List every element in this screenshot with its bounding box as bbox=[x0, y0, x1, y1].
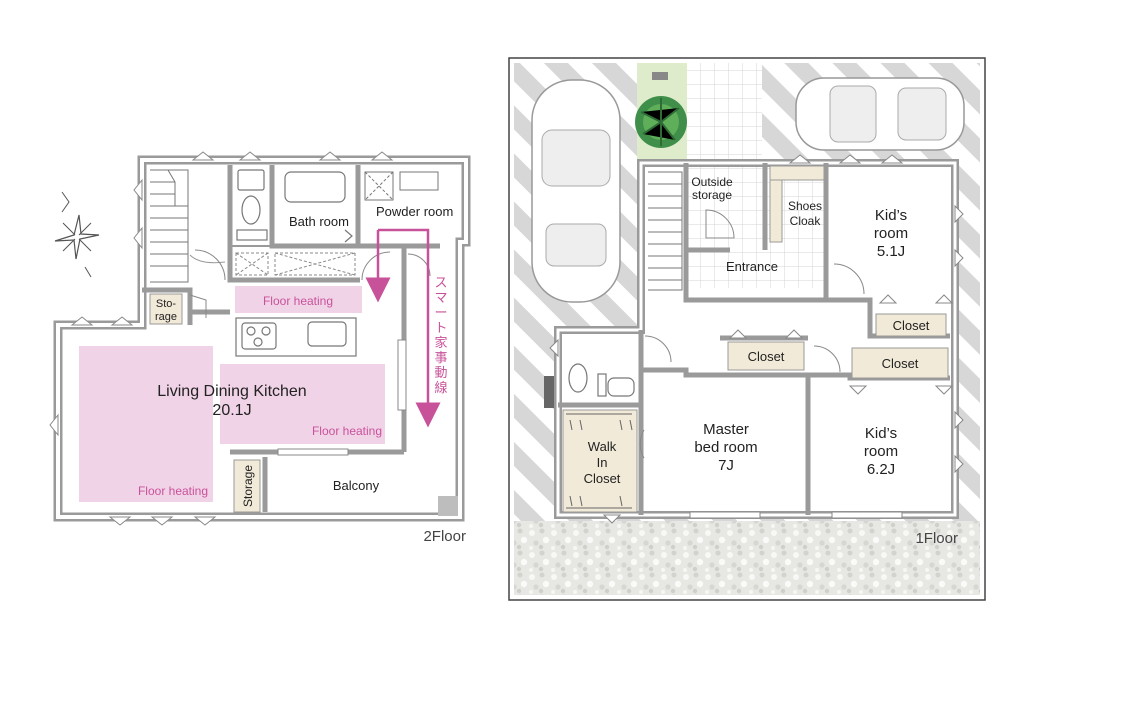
master-bedroom-label-2: bed room bbox=[694, 439, 757, 456]
ldk-size-label: 20.1J bbox=[212, 402, 251, 419]
floor-1-interior-walls bbox=[558, 163, 950, 515]
floor-1-plan: Outside storage Shoes Cloak Entrance Kid… bbox=[508, 57, 986, 601]
floor-1-label: 1Floor bbox=[915, 530, 958, 547]
walk-in-closet-label-1: Walk bbox=[588, 439, 617, 454]
balcony-label: Balcony bbox=[333, 478, 380, 493]
powder-room-label: Powder room bbox=[376, 204, 453, 219]
shoes-cloak-label-1: Shoes bbox=[788, 199, 822, 213]
shoes-cloak-box bbox=[769, 165, 825, 181]
kid-room-1-size: 5.1J bbox=[877, 243, 905, 260]
closet-label-kid1: Closet bbox=[893, 318, 930, 333]
kid-room-2-size: 6.2J bbox=[867, 461, 895, 478]
closet-box-kid2 bbox=[851, 347, 949, 379]
storage-vertical-label: Storage bbox=[241, 465, 255, 507]
closet-label-center: Closet bbox=[748, 349, 785, 364]
gravel-area bbox=[514, 521, 980, 595]
svg-text:線: 線 bbox=[434, 380, 447, 395]
walk-in-closet-label-2: In bbox=[597, 455, 608, 470]
floor-heating-zone-right bbox=[220, 364, 385, 444]
floor-heating-zone-upper bbox=[235, 286, 362, 313]
svg-text:ー: ー bbox=[434, 305, 447, 320]
kid-room-2-label-2: room bbox=[864, 443, 898, 460]
floor-heating-zone-main bbox=[79, 346, 213, 502]
master-bedroom-size: 7J bbox=[718, 457, 734, 474]
housework-route-arrow-right bbox=[378, 228, 441, 428]
doors-2f bbox=[189, 249, 431, 318]
svg-text:マ: マ bbox=[434, 290, 447, 305]
car-icon-right bbox=[795, 77, 965, 151]
doors-1f bbox=[639, 263, 865, 459]
stairs-1f bbox=[648, 171, 683, 291]
floor-2-label: 2Floor bbox=[423, 528, 466, 545]
floor-heating-label-1: Floor heating bbox=[263, 294, 333, 308]
toilet-2f bbox=[236, 169, 268, 241]
closet-label-kid2: Closet bbox=[882, 356, 919, 371]
stairs-2f bbox=[150, 169, 226, 283]
floor-2-plan: Bath room Powder room Sto- rage Floor he… bbox=[49, 151, 471, 545]
walk-in-closet-label-3: Closet bbox=[584, 471, 621, 486]
kid-room-1-label-2: room bbox=[874, 225, 908, 242]
smart-housework-route-label: ス マ ー ト 家 事 動 線 bbox=[434, 275, 447, 395]
kitchen-counter bbox=[235, 317, 357, 357]
ldk-name-label: Living Dining Kitchen bbox=[157, 383, 306, 400]
svg-text:ト: ト bbox=[434, 320, 447, 335]
storage-box-top bbox=[149, 293, 183, 325]
storage-box-vertical bbox=[233, 459, 261, 513]
closet-box-center bbox=[727, 341, 805, 371]
closet-box-kid1 bbox=[875, 313, 947, 337]
svg-text:ス: ス bbox=[434, 275, 447, 290]
toilet-1f bbox=[568, 363, 635, 397]
windows-2f bbox=[49, 151, 407, 526]
outside-storage-label-1: Outside bbox=[691, 175, 733, 189]
washer-icons bbox=[364, 171, 439, 201]
svg-text:動: 動 bbox=[434, 365, 447, 380]
bathtub bbox=[284, 171, 346, 203]
master-bedroom-label-1: Master bbox=[703, 421, 749, 438]
floor-heating-label-3: Floor heating bbox=[138, 484, 208, 498]
shoes-cloak-label-2: Cloak bbox=[790, 214, 822, 228]
kid-room-2-label-1: Kid’s bbox=[865, 425, 897, 442]
outside-storage-label-2: storage bbox=[692, 188, 732, 202]
svg-text:事: 事 bbox=[434, 350, 447, 365]
kid-room-1-label-1: Kid’s bbox=[875, 207, 907, 224]
compass-icon bbox=[54, 191, 100, 278]
windows-1f bbox=[549, 154, 964, 524]
car-icon-left bbox=[531, 79, 621, 303]
svg-text:家: 家 bbox=[434, 335, 447, 350]
walk-in-closet-rails bbox=[566, 413, 633, 509]
bath-room-label: Bath room bbox=[289, 214, 349, 229]
shelf-units bbox=[235, 252, 356, 276]
walk-in-closet-box bbox=[562, 409, 638, 513]
storage-top-label-1: Sto- bbox=[156, 298, 177, 310]
floor-heating-label-2: Floor heating bbox=[312, 424, 382, 438]
storage-top-label-2: rage bbox=[155, 311, 177, 323]
tree-icon bbox=[635, 96, 687, 148]
entrance-label: Entrance bbox=[726, 259, 778, 274]
